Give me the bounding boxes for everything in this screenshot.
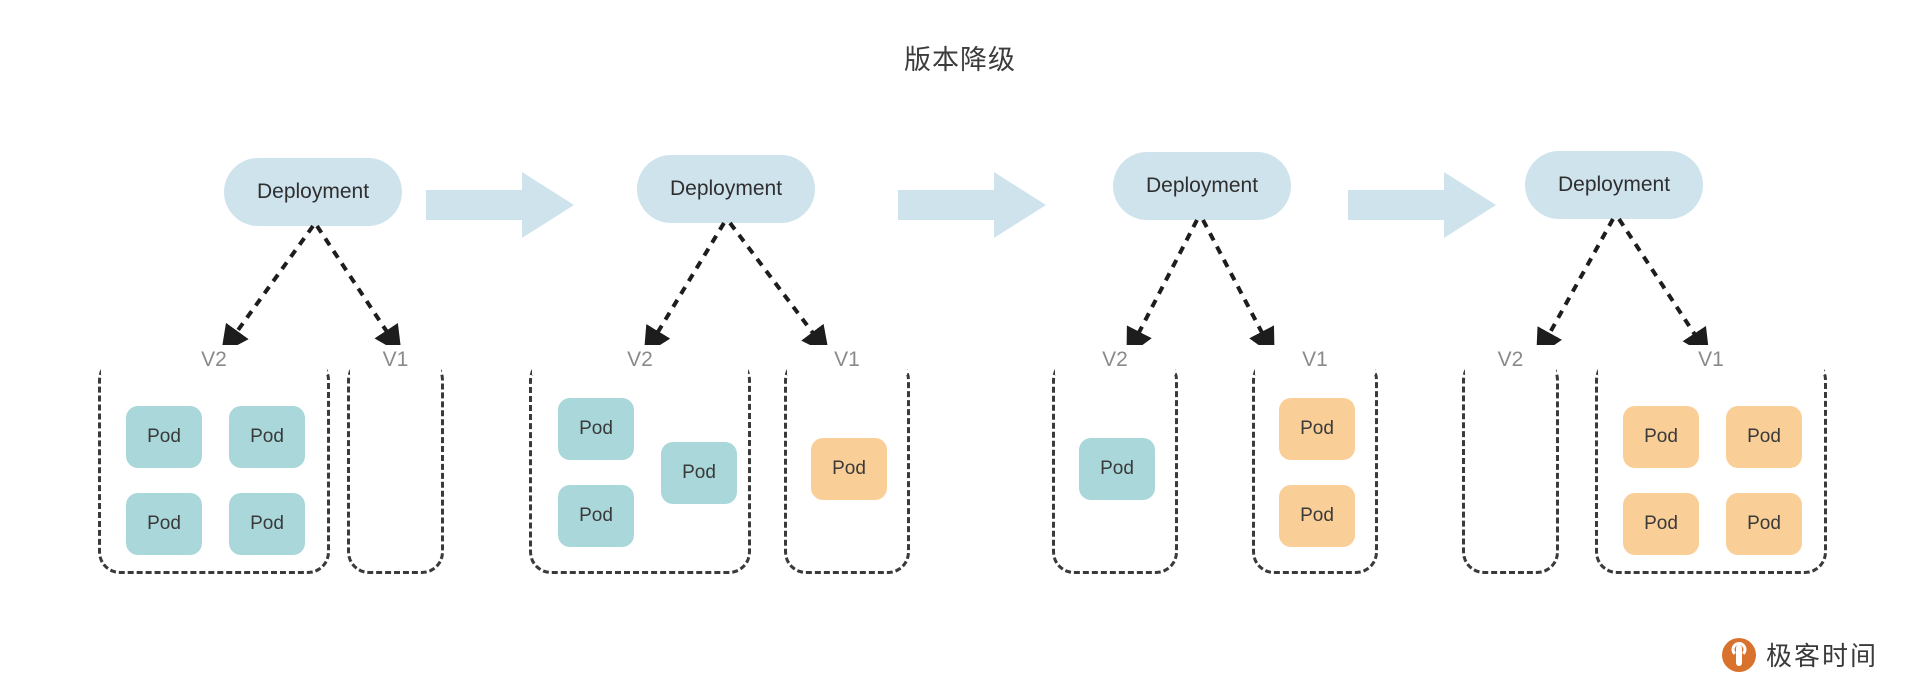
version-group-v1-stage4: V1 Pod Pod Pod Pod <box>1595 345 1827 574</box>
version-group-v2-stage2: V2 Pod Pod Pod <box>529 345 751 574</box>
pod-label: Pod <box>250 426 284 447</box>
group-label-v2: V2 <box>1055 345 1175 375</box>
version-group-v1-stage2: V1 Pod <box>784 345 910 574</box>
pod-label: Pod <box>1644 513 1678 534</box>
version-group-v2-stage3: V2 Pod <box>1052 345 1178 574</box>
brand-name: 极客时间 <box>1765 641 1878 671</box>
group-label-v1: V1 <box>787 345 907 375</box>
connector-arrows-1 <box>220 224 402 355</box>
deployment-label: Deployment <box>669 177 783 200</box>
geektime-logo-icon <box>1721 637 1756 672</box>
pod-label: Pod <box>250 513 284 534</box>
pod-v2-3[interactable]: Pod <box>661 442 737 504</box>
version-group-v2-stage4: V2 <box>1462 345 1559 574</box>
brand-logo: 极客时间 <box>1721 636 1878 673</box>
pod-label: Pod <box>147 513 181 534</box>
pod-v2-1[interactable]: Pod <box>1079 438 1155 500</box>
pod-v2-3[interactable]: Pod <box>126 493 202 555</box>
version-group-v1-stage3: V1 Pod Pod <box>1252 345 1378 574</box>
pod-label: Pod <box>579 418 613 439</box>
connector-arrows-2 <box>643 221 830 356</box>
pod-label: Pod <box>832 458 866 479</box>
pod-v2-1[interactable]: Pod <box>558 398 634 460</box>
pod-v1-3[interactable]: Pod <box>1623 493 1699 555</box>
group-label-v2: V2 <box>101 345 327 375</box>
version-group-v1-stage1: V1 <box>347 345 444 574</box>
pod-label: Pod <box>1300 418 1334 439</box>
connector-arrows-3 <box>1126 219 1275 357</box>
transition-arrow-3 <box>1348 172 1496 238</box>
deployment-node-1[interactable]: Deployment <box>224 158 402 226</box>
pod-v1-1[interactable]: Pod <box>811 438 887 500</box>
pod-label: Pod <box>682 462 716 483</box>
transition-arrow-2 <box>898 172 1046 238</box>
deployment-label: Deployment <box>1557 173 1671 196</box>
pod-v2-4[interactable]: Pod <box>229 493 305 555</box>
group-label-v1: V1 <box>1598 345 1824 375</box>
pod-label: Pod <box>1644 426 1678 447</box>
deployment-node-4[interactable]: Deployment <box>1525 151 1703 219</box>
pod-v1-1[interactable]: Pod <box>1623 406 1699 468</box>
deployment-node-2[interactable]: Deployment <box>637 155 815 223</box>
pod-v1-1[interactable]: Pod <box>1279 398 1355 460</box>
version-group-v2-stage1: V2 Pod Pod Pod Pod <box>98 345 330 574</box>
pod-v2-2[interactable]: Pod <box>229 406 305 468</box>
pod-label: Pod <box>1100 458 1134 479</box>
group-label-v2: V2 <box>1465 345 1556 375</box>
deployment-label: Deployment <box>256 180 370 203</box>
group-label-v2: V2 <box>532 345 748 375</box>
pod-label: Pod <box>1747 513 1781 534</box>
pod-v2-2[interactable]: Pod <box>558 485 634 547</box>
transition-arrow-1 <box>426 172 574 238</box>
group-label-v1: V1 <box>1255 345 1375 375</box>
connector-arrows-4 <box>1536 217 1710 358</box>
pod-v1-2[interactable]: Pod <box>1726 406 1802 468</box>
pod-v2-1[interactable]: Pod <box>126 406 202 468</box>
group-label-v1: V1 <box>350 345 441 375</box>
pod-v1-4[interactable]: Pod <box>1726 493 1802 555</box>
pod-label: Pod <box>147 426 181 447</box>
pod-label: Pod <box>1747 426 1781 447</box>
pod-v1-2[interactable]: Pod <box>1279 485 1355 547</box>
deployment-label: Deployment <box>1145 174 1259 197</box>
pod-label: Pod <box>1300 505 1334 526</box>
pod-label: Pod <box>579 505 613 526</box>
deployment-node-3[interactable]: Deployment <box>1113 152 1291 220</box>
page-title: 版本降级 <box>904 45 1016 75</box>
